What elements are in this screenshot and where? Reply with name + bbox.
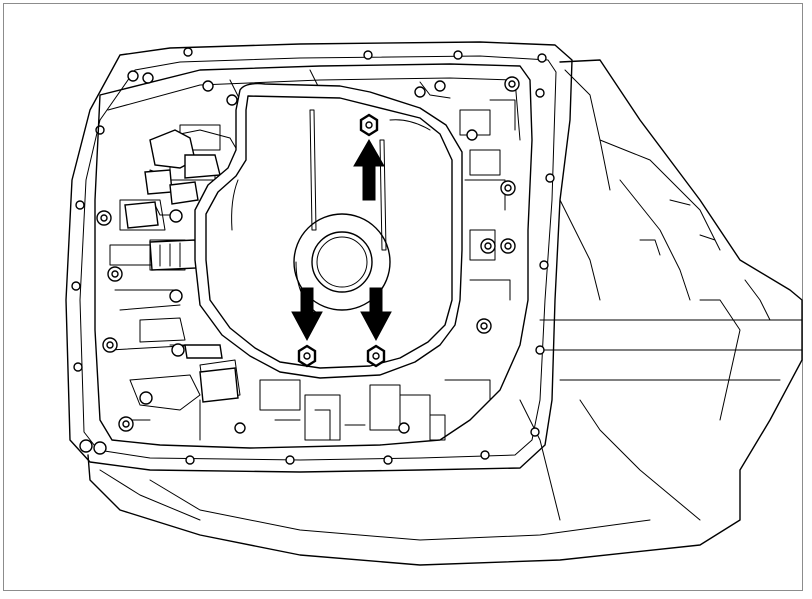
bolt-indicator-arrows	[291, 138, 392, 342]
bolt-hole	[79, 439, 93, 453]
arrow-down-icon	[291, 287, 323, 342]
arrow-up-icon	[353, 138, 385, 201]
valve-body	[94, 63, 533, 449]
bolt-hole	[185, 455, 195, 465]
bolt-hole	[183, 47, 193, 57]
valve-bolt	[106, 341, 114, 349]
valve-bolt	[480, 322, 488, 330]
valve-bolt	[504, 184, 512, 192]
valve-bolt	[484, 242, 492, 250]
transmission-housing	[87, 59, 803, 566]
bolt-hole	[535, 345, 545, 355]
valve-bolt	[202, 80, 214, 92]
valve-bolt	[139, 391, 153, 405]
valve-bolt	[111, 270, 119, 278]
arrow-down-icon	[360, 287, 392, 342]
valve-bolt	[100, 214, 108, 222]
valve-bolt	[226, 94, 238, 106]
valve-bolt	[142, 72, 154, 84]
flange-bolt-holes	[71, 47, 555, 465]
bolt-hole	[95, 125, 105, 135]
bolt-hole	[73, 362, 83, 372]
bolt-hole	[480, 450, 490, 460]
bolt-hole	[75, 200, 85, 210]
valve-bolt	[398, 422, 410, 434]
valve-bolt	[466, 129, 478, 141]
bolt-hole	[93, 441, 107, 455]
bolt-hole	[71, 281, 81, 291]
valve-bolt	[434, 80, 446, 92]
bolt-hole	[545, 173, 555, 183]
valve-bolt	[171, 343, 185, 357]
valve-bolt	[504, 242, 512, 250]
bolt-hole	[539, 260, 549, 270]
valve-bolt	[169, 289, 183, 303]
valve-bolt	[169, 209, 183, 223]
bolt-hole	[453, 50, 463, 60]
solenoid-connectors	[124, 129, 239, 403]
bolt-hole	[285, 455, 295, 465]
oil-pan-flange	[65, 41, 573, 473]
bolt-hole	[383, 455, 393, 465]
valve-bolt	[234, 422, 246, 434]
valve-bolt	[414, 86, 426, 98]
valve-bolt	[508, 80, 516, 88]
bolt-hole	[127, 70, 139, 82]
strainer-bolts	[297, 113, 386, 368]
bolt-hole	[530, 427, 540, 437]
bolt-hole	[535, 88, 545, 98]
valve-bolt	[122, 420, 130, 428]
oil-strainer	[194, 82, 463, 379]
bolt-hole	[537, 53, 547, 63]
bolt-hole	[363, 50, 373, 60]
strainer-outlet	[293, 213, 391, 311]
valve-body-bolts	[96, 72, 520, 434]
